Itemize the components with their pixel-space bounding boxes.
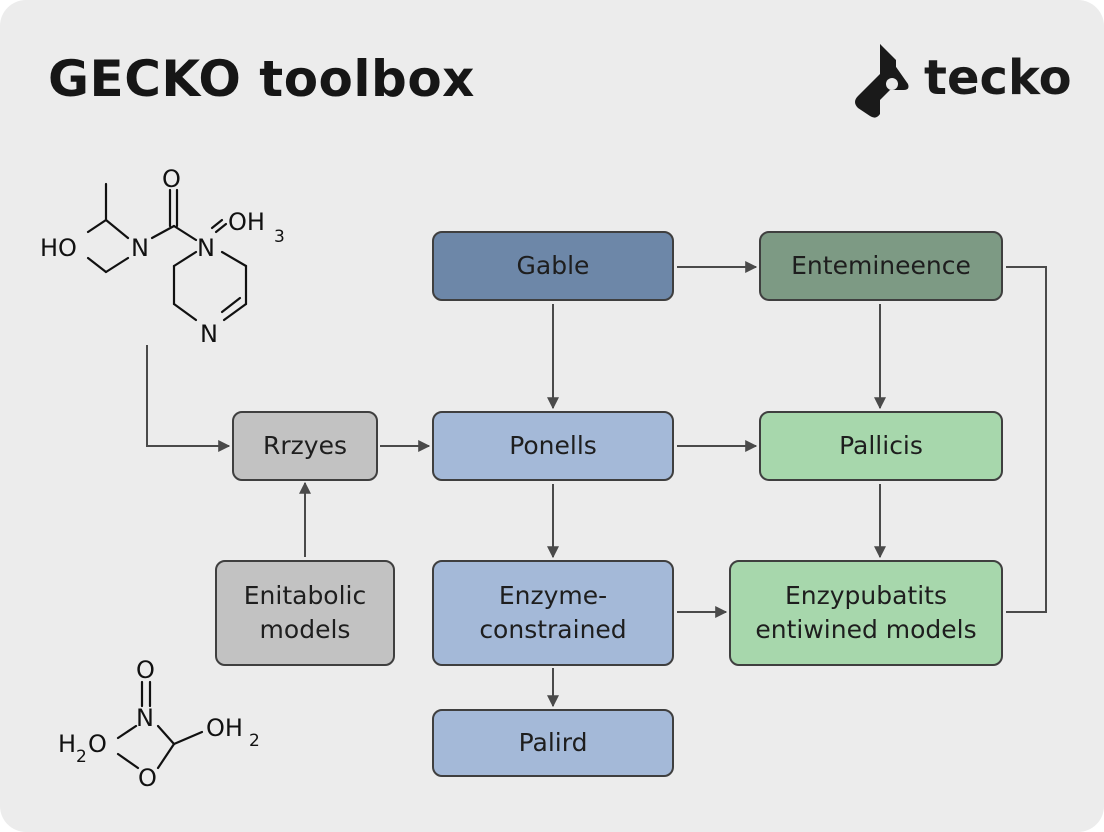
mol-label-h: H xyxy=(58,730,76,758)
node-label-line1: Enzypubatits xyxy=(784,581,948,611)
page-title: GECKO toolbox xyxy=(48,50,475,108)
node-label: Palird xyxy=(518,728,588,758)
mol-label-n: N xyxy=(131,234,149,262)
node-label-line1: Enzyme- xyxy=(498,581,608,611)
mol-label-o: O xyxy=(138,764,157,792)
node-pallicis: Pallicis xyxy=(759,411,1003,481)
brand-name: tecko xyxy=(924,50,1072,106)
node-label-line2: constrained xyxy=(479,615,627,644)
tecko-logo-icon xyxy=(855,44,909,118)
mol-label-o: O xyxy=(162,165,181,193)
mol-label-oh: OH xyxy=(206,714,243,742)
mol-label-ho: HO xyxy=(40,234,77,262)
node-label: Pallicis xyxy=(839,431,923,461)
mol-label-n: N xyxy=(197,234,215,262)
node-label-line2: entiwined models xyxy=(755,615,977,644)
mol-label-subscript: 2 xyxy=(249,731,260,751)
node-label: Entemineence xyxy=(791,251,971,281)
node-enzyme-constrained: Enzyme- constrained xyxy=(432,560,674,666)
node-label: Gable xyxy=(516,251,590,281)
mol-label-subscript: 2 xyxy=(76,747,87,767)
node-ponells: Ponells xyxy=(432,411,674,481)
brand-logo: tecko xyxy=(846,40,1076,120)
connector-feedback-loop xyxy=(1006,266,1047,613)
node-enitabolic-models: Enitabolic models xyxy=(215,560,395,666)
mol-label-o: O xyxy=(136,656,155,684)
node-label-line1: Enitabolic xyxy=(243,581,367,611)
node-entemineence: Entemineence xyxy=(759,231,1003,301)
node-label: Ponells xyxy=(509,431,597,461)
node-palird: Palird xyxy=(432,709,674,777)
mol-label-oh: OH xyxy=(228,208,265,236)
node-label: Rrzyes xyxy=(263,431,347,461)
mol-label-subscript: 3 xyxy=(274,227,285,247)
node-rrzyes: Rrzyes xyxy=(232,411,378,481)
node-label-line2: models xyxy=(259,615,351,644)
mol-label-n: N xyxy=(136,704,154,732)
mol-label-o: O xyxy=(88,730,107,758)
arrow-molecule-to-rrzyes xyxy=(146,345,231,452)
mol-label-n: N xyxy=(200,320,218,348)
node-gable: Gable xyxy=(432,231,674,301)
node-enzypubatits-models: Enzypubatits entiwined models xyxy=(729,560,1003,666)
